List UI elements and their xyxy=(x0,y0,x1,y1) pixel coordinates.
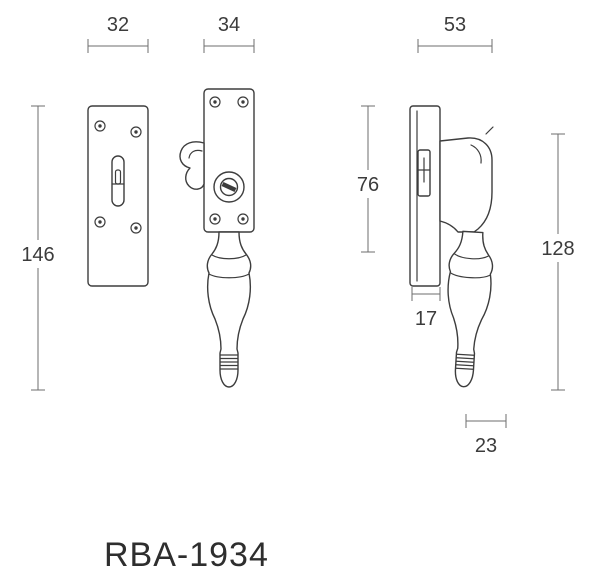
dimension-plate-width: 34 xyxy=(203,14,255,53)
dimension-keep-width: 32 xyxy=(87,14,149,53)
keep-slot xyxy=(111,155,125,207)
dim-plate-width-label: 34 xyxy=(218,14,240,36)
fastener-screw-holes xyxy=(209,96,249,225)
fastener-plate xyxy=(203,88,255,233)
fastener-hook xyxy=(179,141,205,190)
dim-keep-depth-label: 17 xyxy=(415,308,437,330)
keep-screw-holes xyxy=(94,120,142,234)
dim-keep-height-label: 146 xyxy=(21,244,54,266)
dim-overall-height-label: 128 xyxy=(541,238,574,260)
dimension-depth-total: 53 xyxy=(417,14,493,53)
handle-ferrule-ribs xyxy=(219,354,239,370)
dimension-keep-depth: 17 xyxy=(411,287,441,330)
fastener-lock-boss xyxy=(213,171,245,203)
dimension-handle-offset: 23 xyxy=(465,414,507,457)
handle-ferrule-ribs xyxy=(455,353,475,370)
fastener-handle-side xyxy=(447,230,494,388)
fastener-front-view xyxy=(179,88,255,388)
side-head xyxy=(439,137,493,233)
product-code: RBA-1934 xyxy=(104,536,269,574)
dim-depth-total-label: 53 xyxy=(444,14,466,36)
dimension-keep-height: 146 xyxy=(21,105,55,391)
keep-plate-front-view xyxy=(87,105,149,287)
side-latch-detail xyxy=(417,149,431,197)
dim-keep-width-label: 32 xyxy=(107,14,129,36)
fastener-side-view xyxy=(409,105,494,388)
dim-plate-height-label: 76 xyxy=(357,174,379,196)
dimension-overall-height: 128 xyxy=(541,133,575,391)
dim-handle-offset-label: 23 xyxy=(475,435,497,457)
dimension-plate-height: 76 xyxy=(357,105,379,253)
fastener-handle-front xyxy=(206,231,252,388)
